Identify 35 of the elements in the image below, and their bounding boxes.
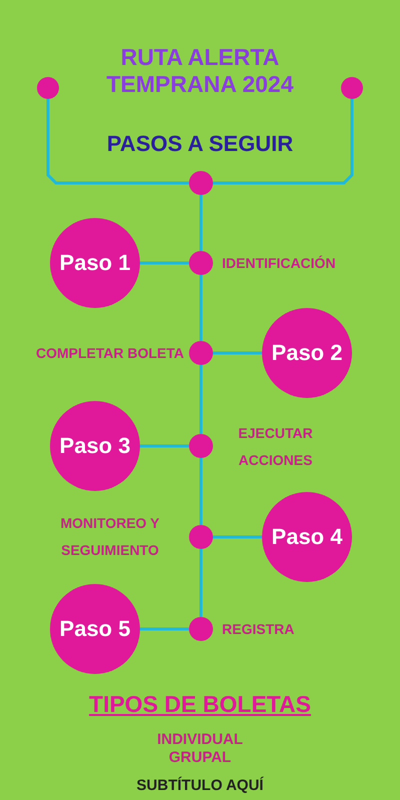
connector-dot — [189, 251, 213, 275]
list-item: GRUPAL — [168, 748, 232, 768]
step-label: Paso 1 — [60, 250, 130, 276]
connector-line — [140, 444, 189, 448]
step-description: EJECUTAR ACCIONES — [237, 424, 314, 470]
step-label: Paso 4 — [272, 524, 342, 550]
connector-line — [46, 99, 189, 184]
connector-dot — [189, 341, 213, 365]
connector-dot — [189, 525, 213, 549]
connector-dot — [189, 617, 213, 641]
step-label: Paso 3 — [60, 433, 130, 459]
connector-dot — [341, 77, 363, 99]
connector-line — [200, 195, 202, 251]
step-label: Paso 2 — [272, 340, 342, 366]
connector-line — [200, 365, 202, 434]
list-item: INDIVIDUAL — [156, 730, 244, 750]
step-description: REGISTRA — [222, 620, 296, 639]
step-description: COMPLETAR BOLETA — [34, 344, 184, 363]
connector-line — [200, 275, 202, 341]
step-description: MONITOREO Y SEGUIMIENTO — [59, 514, 161, 560]
step-description: IDENTIFICACIÓN — [222, 254, 337, 273]
connector-dot — [189, 171, 213, 195]
connector-line — [213, 352, 262, 354]
section-heading: TIPOS DE BOLETAS — [88, 694, 312, 714]
step-label: Paso 5 — [60, 616, 130, 642]
connector-line — [140, 262, 189, 264]
connector-line — [200, 458, 202, 525]
connector-line — [213, 99, 354, 184]
connector-dot — [189, 434, 213, 458]
connector-dot — [37, 77, 59, 99]
connector-line — [140, 628, 189, 630]
subtitle: PASOS A SEGUIR — [106, 134, 294, 154]
subtitle: SUBTÍTULO AQUÍ — [136, 776, 265, 796]
title: RUTA ALERTA TEMPRANA 2024 — [105, 44, 295, 98]
connector-line — [213, 536, 262, 538]
